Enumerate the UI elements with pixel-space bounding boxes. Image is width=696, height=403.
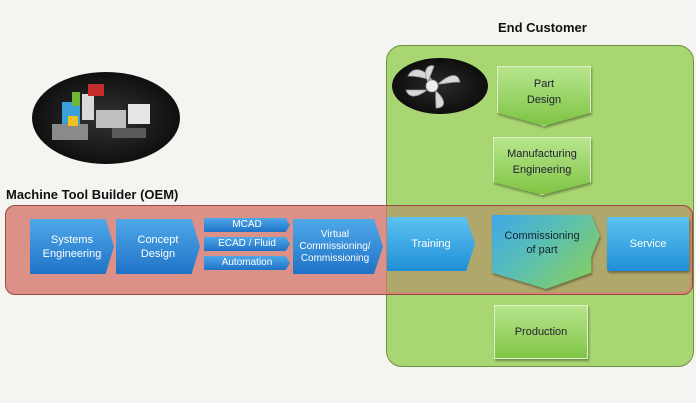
concept-design-step[interactable]: Concept Design [116, 219, 200, 274]
virtual-line-3: Commissioning [300, 252, 370, 264]
mcad-step[interactable]: MCAD [204, 218, 290, 232]
concept-line-2: Design [140, 247, 176, 260]
part-design-line-1: Part [533, 78, 555, 90]
production-label: Production [514, 326, 568, 338]
automation-label: Automation [221, 257, 273, 268]
service-step[interactable]: Service [607, 217, 689, 271]
commissioning-of-part-step[interactable]: Commissioning of part [492, 215, 600, 289]
commissioning-line-2: of part [526, 244, 558, 256]
training-step[interactable]: Training [387, 217, 475, 271]
turbine-impeller-image [392, 58, 488, 114]
ecad-fluid-label: ECAD / Fluid [218, 238, 276, 249]
oem-heading: Machine Tool Builder (OEM) [6, 187, 179, 202]
end-customer-heading: End Customer [498, 20, 587, 35]
ecad-fluid-step[interactable]: ECAD / Fluid [204, 237, 290, 251]
training-label: Training [411, 238, 451, 250]
commissioning-line-1: Commissioning [504, 230, 580, 242]
service-label: Service [629, 238, 667, 250]
part-design-line-2: Design [526, 94, 562, 106]
manufacturing-line-1: Manufacturing [507, 148, 577, 160]
virtual-line-2: Commissioning/ [299, 240, 371, 252]
systems-engineering-step[interactable]: Systems Engineering [30, 219, 114, 274]
part-design-step[interactable]: Part Design [497, 66, 591, 126]
production-step[interactable]: Production [494, 305, 588, 359]
machine-tool-image [32, 72, 180, 164]
virtual-line-1: Virtual [320, 228, 350, 240]
virtual-commissioning-step[interactable]: Virtual Commissioning/ Commissioning [293, 219, 383, 274]
mcad-label: MCAD [232, 219, 262, 230]
systems-line-2: Engineering [42, 247, 102, 260]
systems-line-1: Systems [50, 233, 94, 246]
manufacturing-line-2: Engineering [512, 164, 572, 176]
manufacturing-engineering-step[interactable]: Manufacturing Engineering [493, 137, 591, 195]
automation-step[interactable]: Automation [204, 256, 290, 270]
concept-line-1: Concept [137, 233, 179, 246]
